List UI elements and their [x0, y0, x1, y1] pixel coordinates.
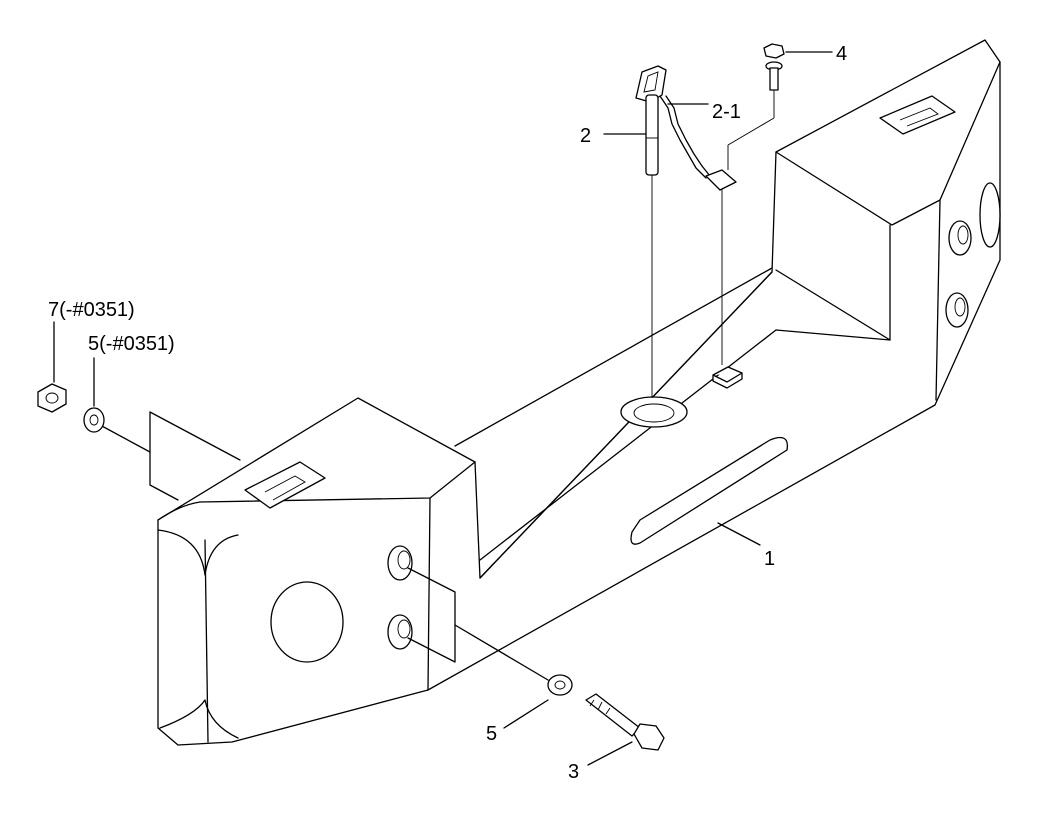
screw — [727, 43, 785, 170]
left-bolt-holes — [387, 545, 413, 650]
callout-4: 4 — [836, 43, 847, 65]
callout-5: 5 — [486, 723, 497, 745]
right-top-hole — [879, 95, 956, 135]
pin-hole — [620, 396, 688, 428]
left-top-hole — [244, 461, 326, 509]
right-end-hole — [979, 182, 1001, 248]
callout-2: 2 — [580, 125, 591, 147]
callout-2-1: 2-1 — [712, 101, 741, 123]
callout-7-alt: 7(-#0351) — [48, 299, 135, 321]
leader-lines — [53, 51, 833, 766]
chain — [659, 95, 737, 365]
callout-5-alt: 5(-#0351) — [88, 333, 175, 355]
lock-pin — [635, 65, 667, 398]
washer-5-upper — [83, 407, 105, 433]
callout-1: 1 — [764, 548, 775, 570]
mounting-plate-left — [99, 411, 549, 681]
nut-7 — [37, 383, 67, 413]
bracket-body — [157, 39, 1001, 746]
left-end-hole — [270, 581, 344, 663]
right-bolt-holes — [945, 220, 972, 328]
long-slot — [630, 436, 789, 545]
washer-5-lower — [547, 674, 573, 696]
bolt-3 — [585, 693, 665, 751]
square-nut — [712, 366, 743, 389]
callout-3: 3 — [568, 761, 579, 783]
